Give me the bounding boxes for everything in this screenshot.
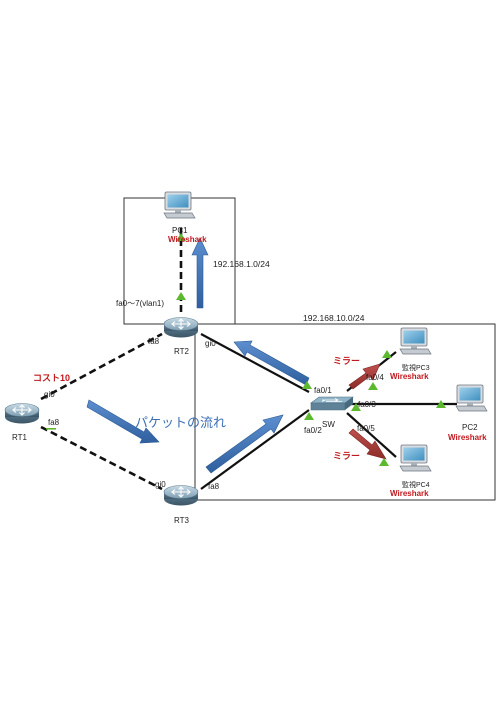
link-rt1-rt3 <box>40 425 163 491</box>
port-label-rt2-fa8: fa8 <box>148 337 160 346</box>
router-rt1-icon[interactable] <box>4 402 40 425</box>
rt3-label: RT3 <box>174 516 190 525</box>
port-up-rt1-fa8 <box>46 428 56 430</box>
port-up-rt2-fa0-7 <box>176 292 186 300</box>
sw-label: SW <box>322 420 335 429</box>
port-up-pc2 <box>436 400 446 408</box>
port-label-sw-fa0-1: fa0/1 <box>314 386 332 395</box>
port-up-sw-fa0-4 <box>368 382 378 390</box>
pc1-icon[interactable] <box>163 191 196 219</box>
network-label-192-168-1: 192.168.1.0/24 <box>213 259 270 269</box>
lan-box-192-168-10 <box>194 323 496 501</box>
pc4-label: 監視PC4 <box>402 480 430 489</box>
port-up-pc4 <box>379 458 389 466</box>
rt2-label: RT2 <box>174 347 190 356</box>
switch-sw-icon[interactable] <box>310 396 354 411</box>
mirror-arrow-pc3 <box>348 363 381 390</box>
flow-arrow-rt2-pc1 <box>191 237 209 309</box>
port-label-rt1-fa8: fa8 <box>48 418 60 427</box>
port-label-rt3-gi0: gi0 <box>155 480 166 489</box>
port-label-rt2-gi0: gi0 <box>205 339 216 348</box>
port-label-rt3-fa8: fa8 <box>208 482 220 491</box>
port-up-sw-fa0-1 <box>302 381 312 389</box>
port-label-rt1-gi0: gi0 <box>44 390 55 399</box>
mirror-annotation-top: ミラー <box>333 356 360 366</box>
port-up-sw-fa0-2 <box>304 412 314 420</box>
port-label-sw-fa0-4: fa0/4 <box>366 373 384 382</box>
link-sw-pc4 <box>346 412 397 458</box>
port-label-sw-fa0-3: fa0/3 <box>358 400 376 409</box>
link-rt3-sw <box>200 409 310 490</box>
link-rt1-rt2 <box>40 332 163 401</box>
port-label-rt2-fa0-7: fa0〜7(vlan1) <box>116 299 164 308</box>
pc3-label: 監視PC3 <box>402 363 430 372</box>
pc1-label: PC1 <box>172 226 188 235</box>
router-rt3-icon[interactable] <box>163 484 199 507</box>
port-label-sw-fa0-2: fa0/2 <box>304 426 322 435</box>
router-rt2-icon[interactable] <box>163 316 199 339</box>
pc4-icon[interactable] <box>399 444 432 472</box>
port-up-pc3 <box>382 350 392 358</box>
pc3-wireshark-label: Wireshark <box>390 372 429 381</box>
pc2-label: PC2 <box>462 423 478 432</box>
mirror-arrow-pc4 <box>348 428 387 460</box>
pc3-icon[interactable] <box>399 327 432 355</box>
link-rt2-sw <box>200 333 310 393</box>
pc2-icon[interactable] <box>455 384 488 412</box>
flow-arrow-sw-rt2 <box>233 340 310 386</box>
mirror-annotation-bottom: ミラー <box>333 451 360 461</box>
port-label-sw-fa0-5: fa0/5 <box>357 424 375 433</box>
network-label-192-168-10: 192.168.10.0/24 <box>303 313 365 323</box>
pc4-wireshark-label: Wireshark <box>390 489 429 498</box>
rt1-label: RT1 <box>12 433 28 442</box>
flow-arrow-rt1-rt3 <box>86 399 160 444</box>
packet-flow-annotation: パケットの流れ <box>135 416 226 431</box>
cost-annotation: コスト10 <box>33 373 70 383</box>
port-up-pc1 <box>176 233 186 241</box>
flow-arrow-rt3-sw <box>205 414 284 474</box>
pc2-wireshark-label: Wireshark <box>448 433 487 442</box>
pc1-wireshark-label: Wireshark <box>168 235 207 244</box>
port-up-sw-fa0-3 <box>351 403 361 411</box>
